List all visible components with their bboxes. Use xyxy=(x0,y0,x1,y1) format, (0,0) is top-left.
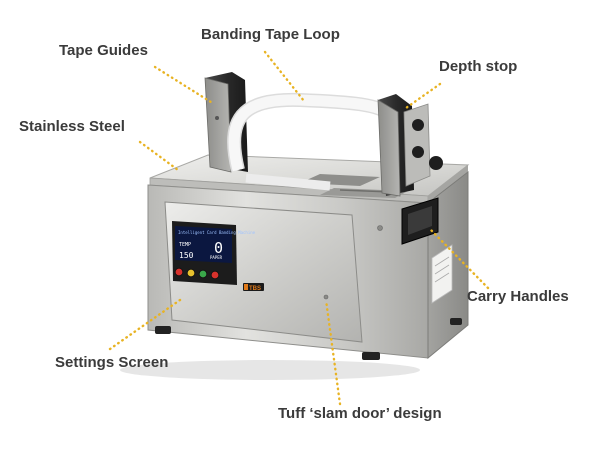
screen-display xyxy=(175,226,232,263)
carry-handle-grip xyxy=(408,206,432,235)
depth-stop-knob xyxy=(429,156,443,170)
top-plate-lip-right xyxy=(428,165,468,203)
tape-feed xyxy=(245,173,331,191)
brand-logo-icon xyxy=(244,284,248,290)
leader-carry-handles xyxy=(428,227,490,290)
spec-label xyxy=(431,244,453,304)
leader-depth-stop xyxy=(404,82,442,110)
screen-counter: 0 xyxy=(214,239,223,257)
callout-leaders xyxy=(108,50,490,406)
screw xyxy=(323,294,329,300)
red-button[interactable] xyxy=(174,267,184,277)
screen-temp-value: 150 xyxy=(179,251,194,260)
callout-slam-door: Tuff ‘slam door’ design xyxy=(278,405,442,422)
leader-banding-tape-loop xyxy=(263,50,306,103)
right-tape-guide-face xyxy=(377,99,401,197)
depth-stop-knob xyxy=(412,146,424,158)
yellow-button[interactable] xyxy=(186,268,196,278)
foot xyxy=(450,318,462,325)
depth-stop-bracket xyxy=(403,103,431,187)
brand-badge xyxy=(243,283,264,291)
screw xyxy=(377,225,383,231)
callout-banding-tape-loop: Banding Tape Loop xyxy=(201,26,340,43)
screen-title: Intelligent Card Banding Machine xyxy=(178,230,256,235)
callout-tape-guides: Tape Guides xyxy=(59,42,148,59)
callout-stainless-steel: Stainless Steel xyxy=(19,118,125,135)
depth-stop-knob xyxy=(412,119,424,131)
leader-tape-guides xyxy=(153,65,216,106)
leader-settings-screen xyxy=(108,298,182,351)
green-button[interactable] xyxy=(198,269,208,279)
brand-text: TBS xyxy=(249,286,261,292)
callout-settings-screen: Settings Screen xyxy=(55,354,169,371)
screw xyxy=(215,116,219,120)
foot xyxy=(155,326,171,334)
foot xyxy=(362,352,380,360)
leader-stainless-steel xyxy=(138,140,180,172)
screen-temp-label: TEMP xyxy=(179,242,191,248)
red-button[interactable] xyxy=(210,270,220,280)
callout-depth-stop: Depth stop xyxy=(439,58,518,75)
callout-carry-handles: Carry Handles xyxy=(467,288,569,305)
screen-paper-label: PAPER xyxy=(210,255,223,260)
ground-shadow xyxy=(120,360,420,380)
